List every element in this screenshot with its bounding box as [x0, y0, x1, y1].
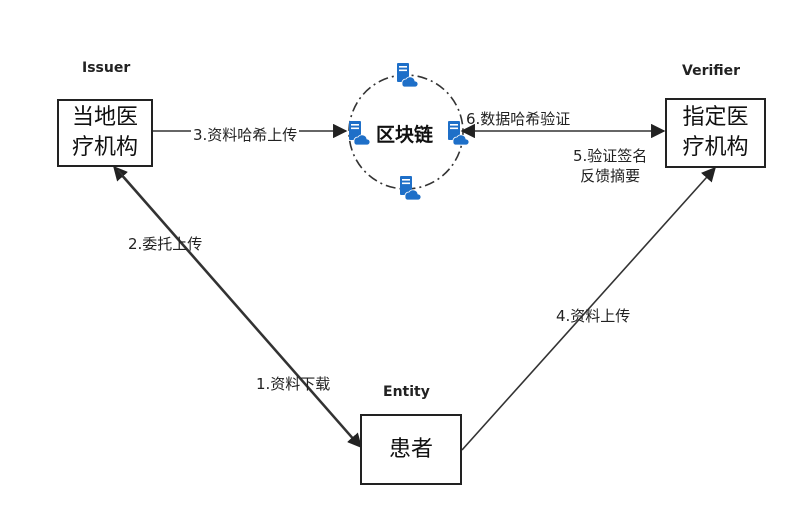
issuer-node-line2: 疗机构	[71, 135, 138, 160]
verifier-node[interactable]: 指定医 疗机构	[665, 98, 766, 168]
verifier-node-line1: 指定医	[682, 105, 749, 130]
server-cloud-icon-right	[448, 121, 470, 146]
edge-label-verify-sign-line1: 5.验证签名	[573, 147, 648, 165]
issuer-node-line1: 当地医	[71, 105, 138, 130]
issuer-node[interactable]: 当地医 疗机构	[57, 99, 153, 167]
blockchain-label: 区块链	[376, 124, 434, 146]
edge-label-hash-upload: 3.资料哈希上传	[191, 124, 300, 145]
edge-data-upload	[461, 166, 716, 451]
entity-node-label: 患者	[388, 436, 433, 462]
edge-data-download	[117, 169, 362, 449]
server-cloud-icon-bottom	[400, 176, 422, 201]
edge-delegate-upload	[113, 165, 359, 446]
server-cloud-icon-left	[349, 121, 371, 146]
edge-label-data-upload: 4.资料上传	[556, 307, 631, 325]
edge-label-verify-sign-line2: 反馈摘要	[580, 167, 641, 185]
verifier-node-line2: 疗机构	[682, 135, 749, 160]
edge-label-delegate-upload: 2.委托上传	[128, 235, 203, 253]
edge-label-verify-sign: 5.验证签名 反馈摘要	[573, 146, 647, 186]
edge-label-data-download: 1.资料下载	[256, 375, 331, 393]
edge-label-hash-verify: 6.数据哈希验证	[466, 110, 571, 128]
entity-role-label: Entity	[383, 384, 430, 400]
issuer-role-label: Issuer	[82, 60, 131, 76]
server-cloud-icon-top	[397, 63, 419, 88]
entity-node[interactable]: 患者	[360, 414, 462, 485]
verifier-role-label: Verifier	[682, 63, 741, 79]
